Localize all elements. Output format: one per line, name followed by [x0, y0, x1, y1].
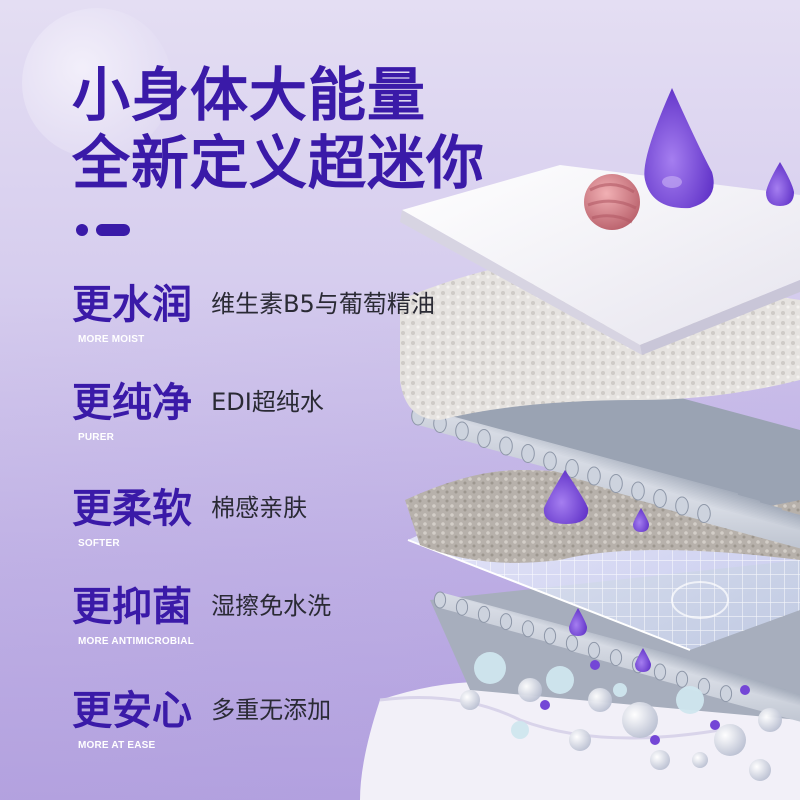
tube-end [455, 421, 469, 441]
bubble [650, 750, 670, 770]
headline-line1: 小身体大能量 [72, 61, 427, 129]
tube-end [675, 496, 689, 516]
feature-title: 更抑菌 [72, 584, 192, 630]
purple-bead [650, 735, 660, 745]
pink-sphere [584, 174, 640, 230]
bubble [588, 688, 612, 712]
feature-pure: 更纯净 EDI超纯水 PURER [72, 370, 324, 443]
mid-drop [543, 470, 589, 524]
feature-title: 更安心 [72, 688, 192, 734]
feature-moist: 更水润 维生素B5与葡萄精油 MORE MOIST [72, 272, 435, 345]
tube-end [521, 444, 535, 463]
bubble [569, 729, 591, 751]
purple-bead [540, 700, 550, 710]
feature-desc: 湿擦免水洗 [211, 591, 332, 620]
tube-end [609, 474, 623, 493]
bubbles [460, 652, 782, 781]
feature-en: MORE AT EASE [78, 740, 156, 751]
purple-bead [710, 720, 720, 730]
tube-end [499, 613, 513, 631]
tube-end [587, 641, 601, 659]
tube-end [543, 451, 557, 471]
bubble [613, 683, 627, 697]
dot [76, 224, 88, 236]
top-sheet [400, 165, 800, 355]
tube-end [587, 466, 601, 486]
feature-antimicrobial: 更抑菌 湿擦免水洗 MORE ANTIMICROBIAL [72, 574, 332, 647]
headline-line2: 全新定义超迷你 [72, 129, 486, 197]
bubble [758, 708, 782, 732]
tube-end [565, 459, 579, 478]
tube-end [697, 504, 711, 523]
feature-title: 更柔软 [72, 486, 192, 532]
small-drop [766, 162, 794, 206]
feature-desc: EDI超纯水 [211, 387, 324, 416]
bubble [714, 724, 746, 756]
feature-at-ease: 更安心 多重无添加 MORE AT EASE [72, 678, 332, 751]
tube-end [697, 677, 711, 695]
tube-end [719, 685, 733, 703]
feature-en: SOFTER [78, 538, 120, 549]
feature-en: MORE ANTIMICROBIAL [78, 636, 194, 647]
tube-end [477, 429, 491, 448]
bubble [676, 686, 704, 714]
tube-end [653, 489, 667, 508]
bubble [474, 652, 506, 684]
bubble [511, 721, 529, 739]
dot-pill [96, 224, 130, 236]
tube-end [521, 620, 535, 638]
tube-end [653, 663, 667, 681]
tube-end [477, 605, 491, 623]
tube-end [609, 649, 623, 667]
bubble [518, 678, 542, 702]
feature-title: 更水润 [72, 282, 192, 328]
bubble [692, 752, 708, 768]
bubble [622, 702, 658, 738]
purple-bead [590, 660, 600, 670]
feature-en: MORE MOIST [78, 334, 145, 345]
tube-end [543, 627, 557, 645]
tube-end [499, 436, 513, 456]
background-circle [22, 8, 172, 158]
bubble [460, 690, 480, 710]
feature-desc: 维生素B5与葡萄精油 [211, 289, 435, 318]
tube [704, 504, 800, 549]
tube-end [433, 591, 447, 609]
feature-soft: 更柔软 棉感亲肤 SOFTER [72, 476, 308, 549]
tube-end [565, 634, 579, 652]
bubble [749, 759, 771, 781]
purple-bead [740, 685, 750, 695]
tube-end [631, 481, 645, 501]
feature-title: 更纯净 [72, 380, 192, 426]
feature-desc: 棉感亲肤 [211, 493, 308, 522]
bubble [546, 666, 574, 694]
tube-end [455, 598, 469, 616]
tube-end [675, 670, 689, 688]
large-drop [644, 88, 714, 209]
feature-en: PURER [78, 432, 115, 443]
feature-desc: 多重无添加 [211, 695, 332, 724]
